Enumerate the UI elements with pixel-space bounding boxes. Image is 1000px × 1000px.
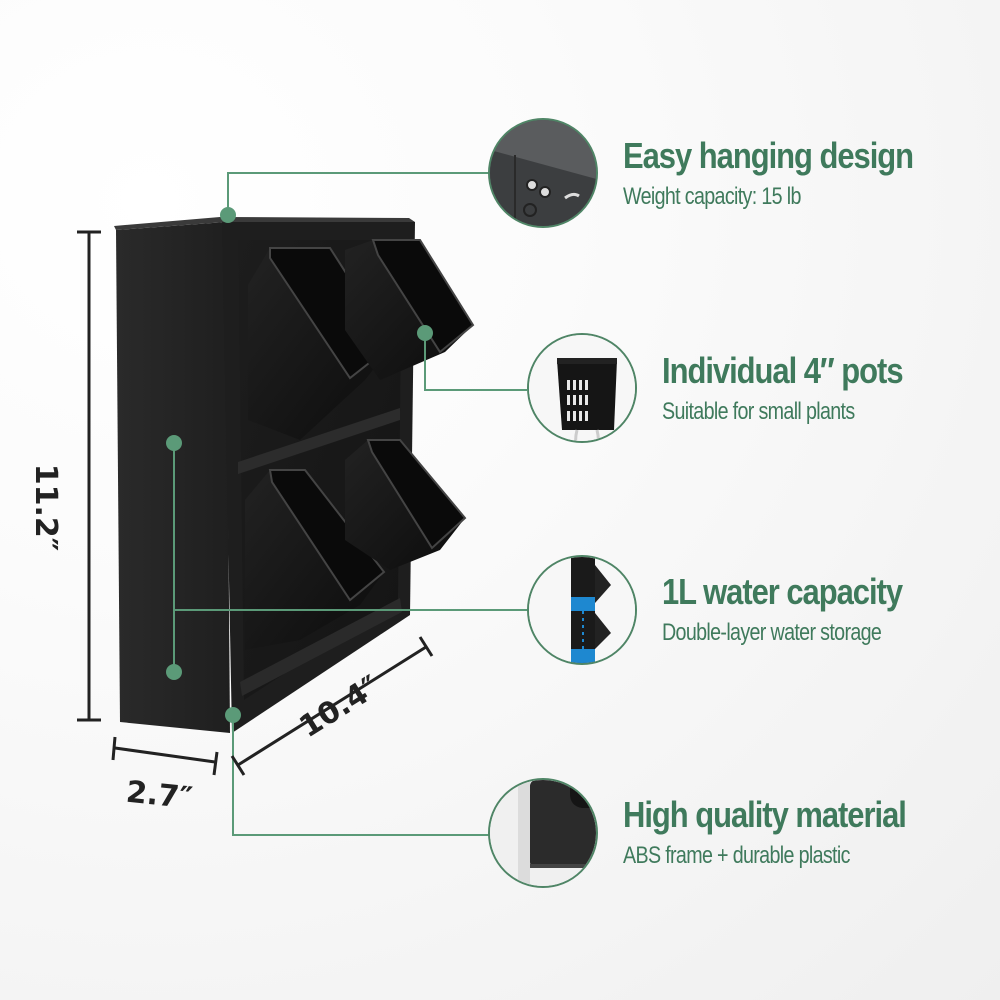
connector-dot-pots [417, 325, 433, 341]
connector-material [232, 715, 490, 836]
feature-title: Easy hanging design [623, 135, 914, 176]
pot-lower-left [245, 469, 386, 650]
feature-subtitle: Suitable for small plants [662, 398, 855, 425]
dimension-depth-label: 2.7″ [124, 774, 195, 817]
feature-material: High quality material ABS frame + durabl… [623, 795, 952, 871]
inset-material-detail [488, 778, 598, 888]
feature-subtitle: ABS frame + durable plastic [623, 842, 850, 869]
feature-title: 1L water capacity [662, 571, 903, 612]
connector-dot-water-top [166, 435, 182, 451]
connector-dot-hanging [220, 207, 236, 223]
inset-water-detail [527, 555, 637, 665]
dimension-height-line [77, 230, 101, 722]
connector-dot-water-bottom [166, 664, 182, 680]
pot-lower-right [345, 439, 467, 570]
dimension-width-line [230, 636, 434, 776]
connector-hanging [227, 172, 490, 215]
feature-water-capacity: 1L water capacity Double-layer water sto… [662, 572, 941, 648]
feature-subtitle: Double-layer water storage [662, 619, 882, 646]
feature-easy-hanging: Easy hanging design Weight capacity: 15 … [623, 136, 960, 212]
pot-upper-right [345, 239, 475, 380]
feature-title: Individual 4″ pots [662, 350, 904, 391]
dimension-depth-line [111, 736, 219, 776]
connector-dot-material [225, 707, 241, 723]
water-reservoir-icon [529, 557, 635, 663]
dimension-height-label: 11.2″ [28, 463, 64, 552]
feature-title: High quality material [623, 794, 907, 835]
feature-subtitle: Weight capacity: 15 lb [623, 183, 801, 210]
connector-pots [424, 333, 527, 391]
connector-water [173, 443, 527, 672]
inset-pot-detail [527, 333, 637, 443]
hanging-bracket-icon [490, 120, 596, 226]
planter-pot-icon [529, 335, 635, 441]
frame-corner-icon [490, 780, 596, 886]
feature-individual-pots: Individual 4″ pots Suitable for small pl… [662, 351, 942, 427]
inset-hanging-detail [488, 118, 598, 228]
